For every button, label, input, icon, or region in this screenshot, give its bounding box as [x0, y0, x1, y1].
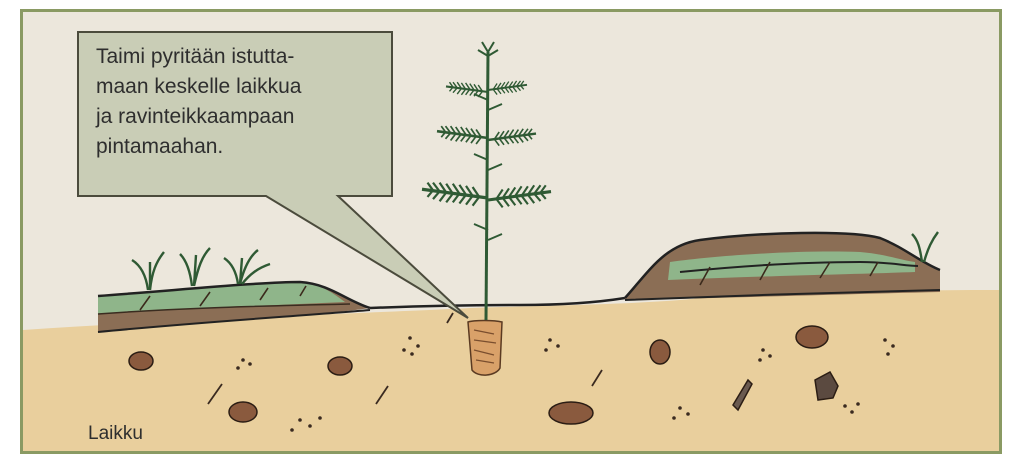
- caption-label: Laikku: [88, 423, 143, 445]
- callout-line-2: maan keskelle laikkua: [96, 72, 396, 102]
- callout-line-1: Taimi pyritään istutta-: [96, 42, 396, 72]
- callout-line-4: pintamaahan.: [96, 132, 396, 162]
- callout-line-3: ja ravinteikkaampaan: [96, 102, 396, 132]
- root-ball: [468, 321, 502, 376]
- callout-text: Taimi pyritään istutta- maan keskelle la…: [96, 42, 396, 162]
